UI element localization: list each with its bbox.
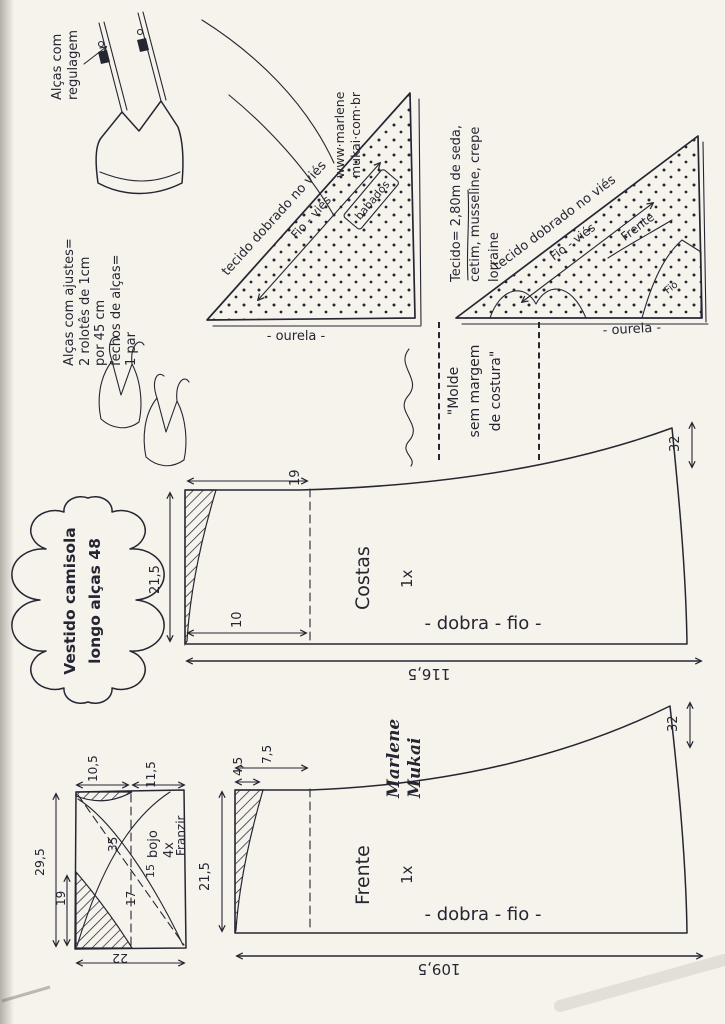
fold-double-edge-2 <box>461 141 709 325</box>
signature: Marlene Mukai <box>384 718 426 798</box>
frente-fold-label: - dobra - fio - <box>424 904 542 925</box>
fold-double-edge-1 <box>212 98 422 327</box>
costas-dim-32: 32 <box>668 435 683 452</box>
callout-arrow-icon <box>83 47 106 65</box>
bojo-franzir-label: Franzir <box>174 815 188 857</box>
costas-qty: 1x <box>398 569 416 588</box>
bojo-dim-17: 17 <box>124 890 138 906</box>
title-bubble-outline <box>11 495 165 705</box>
frente-dim-4-5: 4,5 <box>231 756 245 776</box>
strap-right <box>137 11 167 102</box>
website-text: www·marlene mukai·com·br <box>332 91 363 178</box>
strap-callout: Alças com regulagem <box>50 29 82 100</box>
strap-adjuster-right-icon <box>137 38 149 52</box>
bodice-outline <box>95 100 184 195</box>
scrap-piece-outline <box>641 239 702 319</box>
bias-layout-1: tecido dobrado no viés Fio - viés babado… <box>206 92 422 327</box>
bojo-dim-11-5: 11,5 <box>144 761 158 788</box>
selvage-label-1: - ourela - <box>266 329 326 344</box>
costas-dim-19: 19 <box>288 469 303 486</box>
bojo-rect <box>74 789 187 950</box>
bojo-hatch-top <box>75 791 133 802</box>
bojo-dim-15: 15 <box>144 864 157 878</box>
frente-qty: 1x <box>398 865 416 884</box>
bojo-dim-19: 19 <box>54 890 68 906</box>
bojo-dim-35: 35 <box>106 836 120 852</box>
costas-outline <box>184 427 688 645</box>
bojo-hatch-bottom <box>75 870 134 949</box>
costas-dim-116-5: 116,5 <box>407 665 451 683</box>
neckline-curves <box>489 288 587 319</box>
bojo-curve-a <box>77 798 184 946</box>
frente-outline <box>234 705 688 934</box>
costas-label: Costas <box>352 546 374 610</box>
fabric-note: Tecido= 2,80m de seda, cetim, musseline,… <box>449 125 502 282</box>
frente-dim-109-5: 109,5 <box>417 960 461 978</box>
pattern-title: Vestido camisola longo alças 48 <box>61 527 104 675</box>
frente-piece-bracket <box>607 219 673 259</box>
frente-dim-21-5: 21,5 <box>198 862 213 891</box>
costas-fold-label: - dobra - fio - <box>424 613 542 634</box>
waistline <box>99 171 181 182</box>
no-seam-allowance-note: "Molde sem margem de costura" <box>438 322 540 460</box>
bias-layout-2: tecido dobrado no viés Fio - viés Frente… <box>455 135 709 325</box>
bojo-dim-22: 22 <box>112 951 128 966</box>
frente-label: Frente <box>352 845 374 905</box>
camisole-sketch <box>83 11 184 195</box>
frente-dim-7-5: 7,5 <box>260 744 274 764</box>
frente-side-curve-hatch <box>234 789 264 934</box>
grain-arrow-2 <box>522 203 653 302</box>
strap-spec-note: Alças com ajustes= 2 rolotês de 1cm por … <box>62 238 140 366</box>
bojo-piece <box>56 785 187 963</box>
scan-edge-shadow <box>0 0 14 1024</box>
frente-dim-32: 32 <box>666 715 681 732</box>
strap-ring-left-icon <box>97 40 105 48</box>
costas-piece <box>170 423 701 661</box>
bojo-dim-10-5: 10,5 <box>86 755 100 782</box>
strap-adjuster-left-icon <box>98 50 110 64</box>
fabric-note-underline <box>466 189 470 281</box>
mini-camisole-sketches <box>98 336 190 467</box>
strap-ring-right-icon <box>136 28 144 36</box>
squiggle-separator <box>403 348 414 467</box>
costas-side-curve-hatch <box>184 489 217 646</box>
scan-artifacts <box>1 954 725 1012</box>
bojo-dash-diagonal <box>77 794 185 946</box>
costas-dim-21-5: 21,5 <box>148 565 163 594</box>
strap-left <box>98 21 128 113</box>
costas-dim-10: 10 <box>230 611 245 628</box>
bojo-dim-29-5: 29,5 <box>32 848 47 876</box>
frente-piece <box>222 703 702 956</box>
grain-arrow-1 <box>258 163 380 300</box>
